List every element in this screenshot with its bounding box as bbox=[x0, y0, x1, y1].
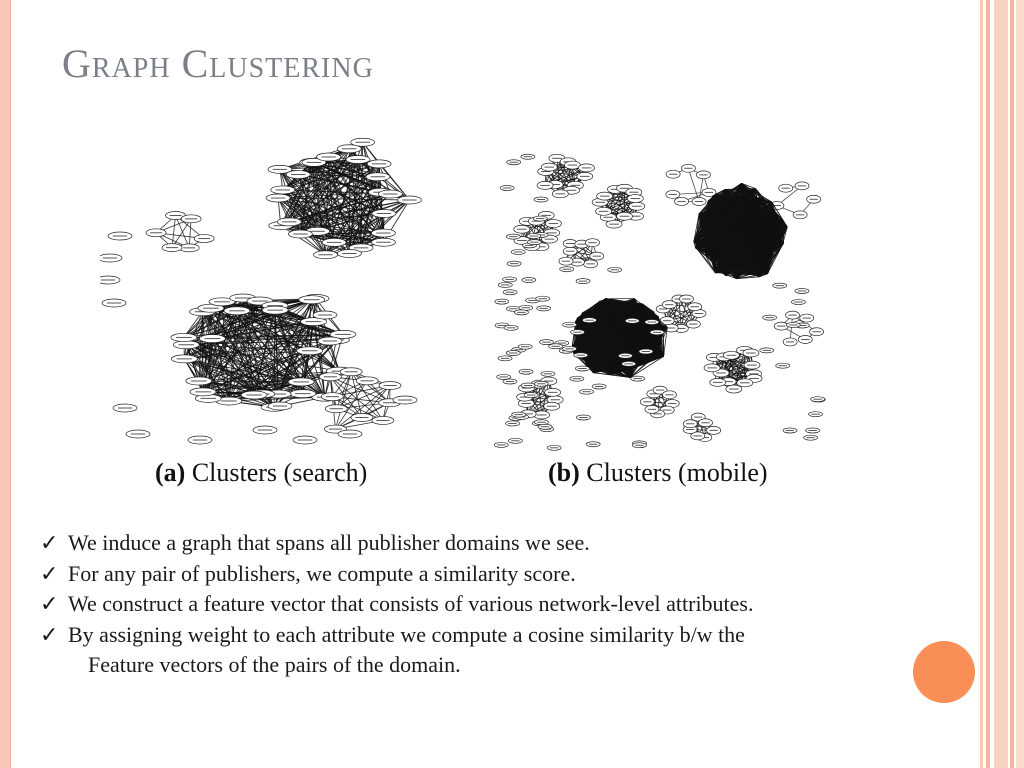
check-icon: ✓ bbox=[40, 530, 59, 555]
bullet-item: ✓ We construct a feature vector that cons… bbox=[40, 589, 1010, 620]
bullet-list: ✓ We induce a graph that spans all publis… bbox=[40, 528, 1010, 681]
caption-b-text: Clusters (mobile) bbox=[579, 458, 768, 487]
cluster-graphs bbox=[95, 137, 826, 451]
left-border-line bbox=[10, 0, 11, 768]
slide-title: Graph Clustering bbox=[62, 41, 374, 86]
caption-b-letter: (b) bbox=[548, 458, 580, 487]
check-icon: ✓ bbox=[40, 591, 59, 616]
right-border bbox=[980, 0, 1024, 768]
bullet-text: We induce a graph that spans all publish… bbox=[68, 530, 590, 555]
bullet-text: We construct a feature vector that consi… bbox=[68, 591, 754, 616]
bullet-item: ✓ For any pair of publishers, we compute … bbox=[40, 559, 1010, 590]
check-icon: ✓ bbox=[40, 621, 59, 647]
cluster-figure bbox=[95, 128, 840, 498]
check-icon: ✓ bbox=[40, 560, 59, 586]
left-border bbox=[0, 0, 10, 768]
accent-circle bbox=[913, 641, 975, 703]
caption-b: (b) Clusters (mobile) bbox=[548, 458, 768, 488]
caption-a-text: Clusters (search) bbox=[185, 458, 368, 487]
caption-a-letter: (a) bbox=[155, 458, 186, 487]
bullet-text: For any pair of publishers, we compute a… bbox=[68, 560, 576, 586]
bullet-text: By assigning weight to each attribute we… bbox=[68, 621, 745, 647]
bullet-item: ✓ We induce a graph that spans all publis… bbox=[40, 528, 1010, 559]
bullet-item: ✓ By assigning weight to each attribute w… bbox=[40, 620, 1010, 651]
bullet-continuation: Feature vectors of the pairs of the doma… bbox=[88, 652, 461, 677]
caption-a: (a) Clusters (search) bbox=[155, 458, 367, 488]
